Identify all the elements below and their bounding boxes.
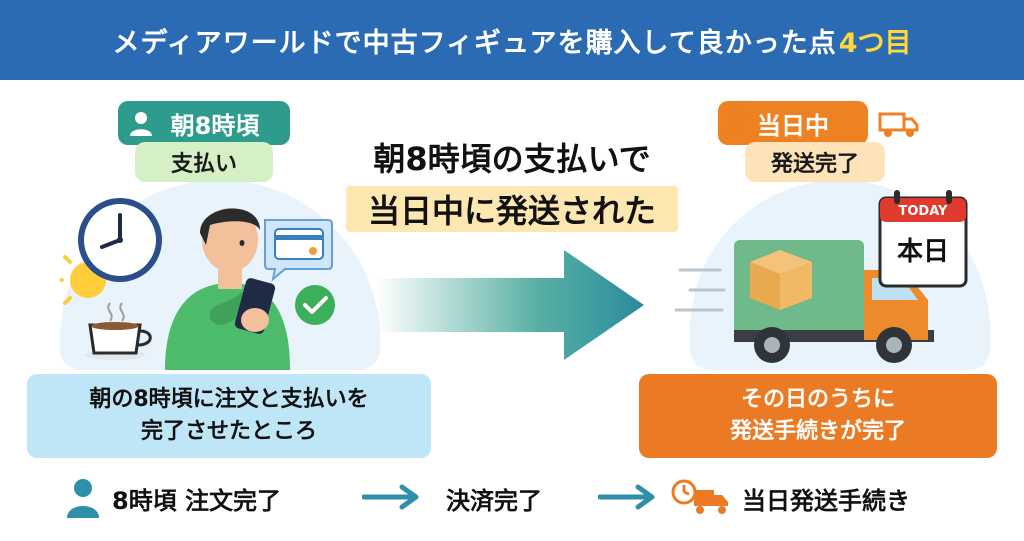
left-time-tag-label: 朝8時頃 <box>170 111 260 140</box>
calendar-icon <box>878 190 968 288</box>
clock-truck-icon <box>671 479 728 514</box>
right-time-tag-label: 当日中 <box>757 111 829 140</box>
person-icon <box>724 108 750 136</box>
calendar-header: TODAY <box>898 203 948 219</box>
flow-step-order: 8時頃 注文完了 <box>112 486 282 515</box>
check-circle-icon <box>295 285 335 325</box>
person-icon <box>130 112 152 136</box>
right-caption-line1: その日のうちに <box>740 387 895 412</box>
left-caption-line2: 完了させたところ <box>140 419 317 444</box>
payment-illustration <box>60 198 335 370</box>
coffee-cup-icon <box>85 302 152 360</box>
man-with-phone <box>165 208 290 370</box>
calendar-body: 本日 <box>896 236 949 267</box>
page-title: メディアワールドで中古フィギュアを購入して良かった点 <box>112 27 837 59</box>
left-action-tag-label: 支払い <box>170 152 237 177</box>
left-time-tag: 朝8時頃 <box>118 101 290 145</box>
center-headline-line1: 朝8時頃の支払いで <box>373 140 651 178</box>
flow-arrow-icon <box>362 484 419 510</box>
flow-step-payment: 決済完了 <box>446 486 542 515</box>
delivery-truck-icon <box>878 112 919 137</box>
person-icon <box>67 479 99 518</box>
speed-lines <box>674 268 726 312</box>
right-action-tag-label: 発送完了 <box>770 152 859 177</box>
cardboard-box-icon <box>750 250 812 310</box>
left-caption-line1: 朝の8時頃に注文と支払いを <box>89 387 369 412</box>
big-right-arrow-icon <box>376 250 644 360</box>
center-headline-line2: 当日中に発送された <box>346 186 678 232</box>
right-time-tag: 当日中 <box>718 101 868 145</box>
delivery-truck-illustration <box>674 190 968 363</box>
clock-icon <box>78 198 162 282</box>
right-caption: その日のうちに 発送手続きが完了 <box>639 374 997 458</box>
left-caption: 朝の8時頃に注文と支払いを 完了させたところ <box>27 374 431 458</box>
right-caption-line2: 発送手続きが完了 <box>729 419 906 444</box>
left-action-tag: 支払い <box>135 142 273 182</box>
flow-step-shipping: 当日発送手続き <box>742 486 910 515</box>
right-action-tag: 発送完了 <box>745 142 885 182</box>
flow-arrow-icon <box>598 484 655 510</box>
page-title-accent: 4つ目 <box>838 27 912 59</box>
credit-card-bubble <box>264 219 333 282</box>
